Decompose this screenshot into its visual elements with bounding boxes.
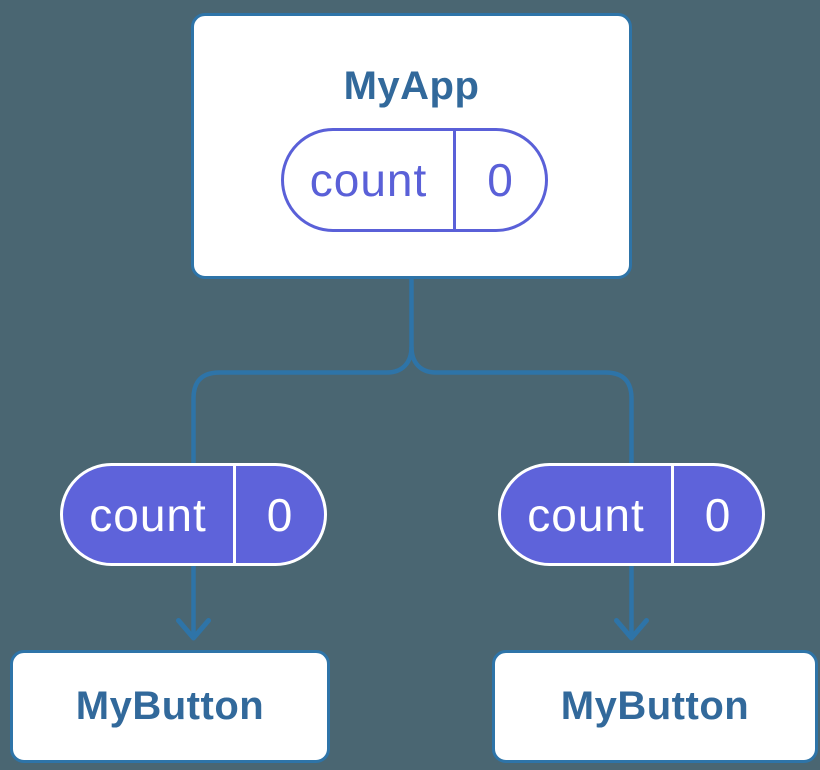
- node-mybutton-right: MyButton: [492, 650, 818, 763]
- node-mybutton-title: MyButton: [560, 684, 750, 728]
- prop-badge-right: count 0: [498, 463, 765, 566]
- arrow-down-icon: [176, 618, 211, 641]
- state-badge-value: 0: [487, 154, 514, 206]
- node-myapp-title: MyApp: [343, 64, 480, 108]
- state-badge-myapp: count 0: [281, 128, 548, 232]
- node-mybutton-left: MyButton: [10, 650, 330, 763]
- arrow-down-icon: [614, 618, 649, 641]
- node-mybutton-title: MyButton: [75, 684, 265, 728]
- prop-badge-value: 0: [704, 488, 732, 541]
- prop-badge-value: 0: [266, 488, 294, 541]
- state-badge-label: count: [284, 131, 456, 229]
- node-myapp: MyApp count 0: [191, 13, 632, 279]
- connector-branch-right: [409, 346, 634, 634]
- prop-badge-label: count: [63, 466, 236, 563]
- prop-badge-label: count: [501, 466, 674, 563]
- connector-branch-left: [191, 346, 414, 634]
- prop-badge-left: count 0: [60, 463, 327, 566]
